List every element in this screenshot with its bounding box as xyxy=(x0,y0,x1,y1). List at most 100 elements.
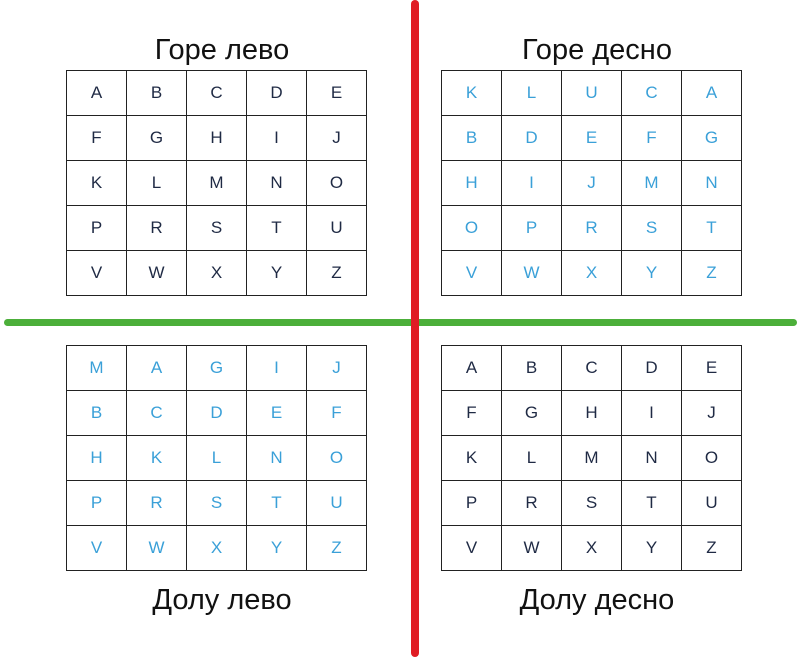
grid-cell: K xyxy=(441,435,502,481)
grid-cell: X xyxy=(561,525,622,571)
grid-cell: W xyxy=(126,250,187,296)
grid-cell: R xyxy=(561,205,622,251)
grid-cell: C xyxy=(186,70,247,116)
grid-cell: E xyxy=(246,390,307,436)
grid-cell: J xyxy=(306,115,367,161)
grid-cell: G xyxy=(681,115,742,161)
grid-cell: W xyxy=(126,525,187,571)
grid-cell: A xyxy=(66,70,127,116)
grid-cell: L xyxy=(186,435,247,481)
grid-cell: Z xyxy=(681,525,742,571)
grid-cell: O xyxy=(306,435,367,481)
grid-cell: I xyxy=(246,345,307,391)
grid-cell: J xyxy=(561,160,622,206)
grid-cell: E xyxy=(681,345,742,391)
grid-cell: L xyxy=(126,160,187,206)
grid-cell: C xyxy=(126,390,187,436)
grid-cell: R xyxy=(501,480,562,526)
grid-cell: M xyxy=(621,160,682,206)
grid-cell: B xyxy=(501,345,562,391)
grid-cell: D xyxy=(186,390,247,436)
grid-cell: E xyxy=(561,115,622,161)
label-bottom-right: Долу десно xyxy=(519,584,675,616)
grid-cell: T xyxy=(681,205,742,251)
grid-cell: N xyxy=(681,160,742,206)
label-top-left: Горе лево xyxy=(154,34,290,66)
grid-cell: N xyxy=(246,435,307,481)
vertical-divider-red xyxy=(411,0,419,657)
grid-cell: S xyxy=(186,205,247,251)
grid-cell: J xyxy=(681,390,742,436)
grid-cell: H xyxy=(561,390,622,436)
grid-cell: S xyxy=(186,480,247,526)
grid-cell: Y xyxy=(246,250,307,296)
grid-cell: X xyxy=(186,250,247,296)
grid-cell: F xyxy=(441,390,502,436)
grid-cell: G xyxy=(186,345,247,391)
grid-cell: D xyxy=(621,345,682,391)
grid-cell: M xyxy=(66,345,127,391)
grid-cell: B xyxy=(126,70,187,116)
grid-cell: T xyxy=(621,480,682,526)
grid-cell: M xyxy=(561,435,622,481)
grid-cell: H xyxy=(66,435,127,481)
grid-cell: O xyxy=(681,435,742,481)
grid-cell: P xyxy=(66,205,127,251)
grid-cell: R xyxy=(126,205,187,251)
grid-cell: N xyxy=(621,435,682,481)
grid-cell: C xyxy=(561,345,622,391)
grid-cell: G xyxy=(501,390,562,436)
grid-cell: Y xyxy=(621,525,682,571)
grid-cell: T xyxy=(246,480,307,526)
grid-cell: A xyxy=(126,345,187,391)
grid-cell: Z xyxy=(306,525,367,571)
grid-cell: R xyxy=(126,480,187,526)
grid-cell: F xyxy=(621,115,682,161)
grid-cell: V xyxy=(66,250,127,296)
grid-cell: W xyxy=(501,250,562,296)
grid-cell: N xyxy=(246,160,307,206)
grid-cell: V xyxy=(441,525,502,571)
grid-cell: Z xyxy=(306,250,367,296)
label-bottom-left: Долу лево xyxy=(152,584,292,616)
grid-cell: K xyxy=(126,435,187,481)
horizontal-divider-green xyxy=(4,319,797,326)
grid-cell: I xyxy=(621,390,682,436)
grid-cell: E xyxy=(306,70,367,116)
grid-cell: D xyxy=(246,70,307,116)
grid-cell: H xyxy=(186,115,247,161)
grid-cell: A xyxy=(441,345,502,391)
grid-cell: L xyxy=(501,435,562,481)
grid-cell: S xyxy=(561,480,622,526)
grid-cell: K xyxy=(441,70,502,116)
grid-cell: O xyxy=(441,205,502,251)
grid-cell: F xyxy=(306,390,367,436)
grid-cell: U xyxy=(306,480,367,526)
grid-cell: P xyxy=(501,205,562,251)
grid-cell: I xyxy=(246,115,307,161)
grid-cell: L xyxy=(501,70,562,116)
grid-cell: V xyxy=(66,525,127,571)
grid-cell: F xyxy=(66,115,127,161)
